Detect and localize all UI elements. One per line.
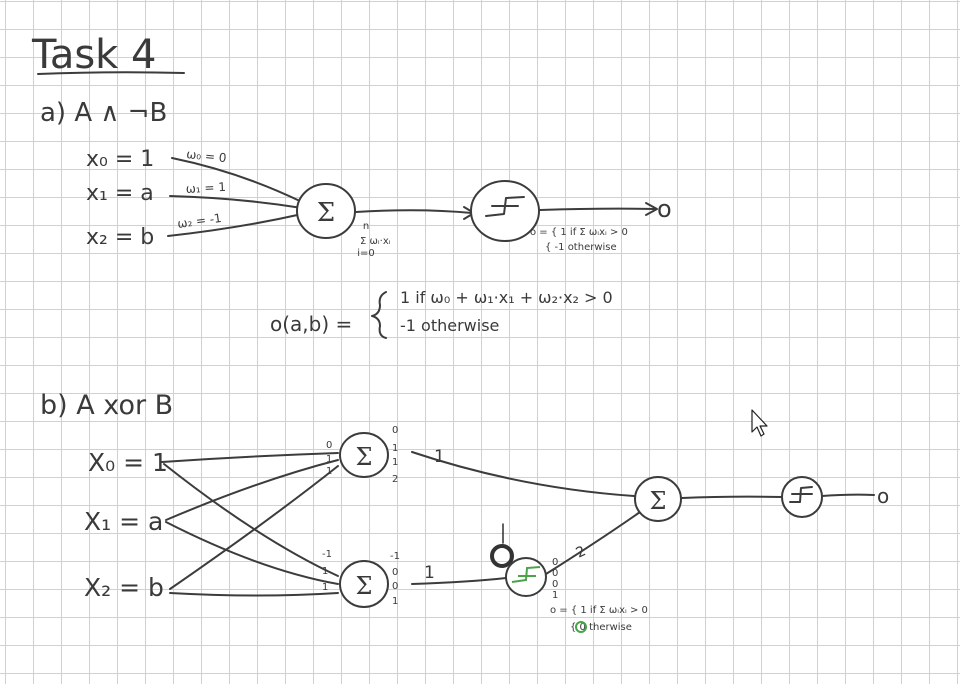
part-b-step-column-1: 0	[552, 568, 558, 579]
part-a-input-x2: x₂ = b	[86, 225, 154, 250]
part-a-step-icon	[485, 196, 525, 217]
part-a-edge-x1	[169, 195, 303, 209]
part-b-top-in-weight-0: 0	[326, 440, 332, 451]
part-a-arrowhead-2	[645, 202, 658, 216]
part-a-sum-lower: i=0	[357, 248, 375, 259]
part-b-step-column-3: 1	[552, 590, 558, 601]
part-a-formula-lhs: o(a,b) =	[270, 312, 352, 336]
part-b-edge-x1-bottom	[165, 521, 339, 585]
part-b-activation-rule-1: o = { 1 if Σ ωᵢxᵢ > 0	[550, 605, 648, 616]
part-b-out-sum-node	[634, 476, 682, 522]
part-a-heading: a) A ∧ ¬B	[40, 98, 167, 128]
part-b-top-out-weight: 1	[434, 447, 445, 467]
part-a-output-label: o	[657, 195, 672, 223]
part-a-edge-sum-step	[355, 209, 473, 214]
part-b-top-column-2: 1	[392, 457, 398, 468]
part-a-sum-expr: Σ ωᵢ·xᵢ	[360, 236, 391, 247]
part-a-input-x1: x₁ = a	[86, 181, 154, 206]
part-b-bottom-column-0: -1	[390, 551, 400, 562]
part-b-top-sum-node	[339, 432, 389, 478]
part-a-edge-x2	[167, 213, 303, 237]
part-b-edge-step-out	[545, 511, 641, 575]
part-b-edge-x0-top	[161, 452, 339, 463]
part-a-input-x0: x₀ = 1	[86, 147, 154, 172]
part-b-top-sum-symbol: Σ	[356, 443, 373, 471]
pen-marker-circle	[490, 544, 514, 568]
part-b-edge-top-out	[411, 451, 635, 497]
part-a-formula-brace	[371, 291, 387, 339]
part-b-bottom-column-3: 1	[392, 596, 398, 607]
part-b-heading: b) A xor B	[40, 390, 173, 421]
part-a-weight-w0: ω₀ = 0	[186, 147, 227, 165]
part-a-sum-upper: n	[363, 221, 369, 232]
part-b-out-sum-symbol: Σ	[650, 487, 667, 515]
part-b-bottom-sum-node	[339, 560, 389, 608]
part-a-weight-w1: ω₁ = 1	[185, 180, 226, 196]
part-a-activation-rule-1: o = { 1 if Σ ωᵢxᵢ > 0	[530, 227, 628, 238]
part-b-bottom-sum-symbol: Σ	[356, 572, 373, 600]
title-underline	[37, 71, 185, 75]
part-b-edge-x1-top	[165, 459, 339, 521]
part-b-step-out-weight: -2	[569, 543, 588, 563]
part-b-output-label: o	[877, 484, 889, 508]
page-title: Task 4	[31, 32, 157, 78]
part-b-top-column-0: 0	[392, 425, 398, 436]
part-a-weight-w2: ω₂ = -1	[176, 211, 222, 231]
part-b-bottom-in-weight-1: 1	[322, 566, 328, 577]
part-b-bottom-in-weight-2: 1	[322, 582, 328, 593]
part-b-step-icon	[511, 566, 541, 583]
part-b-input-x2: X₂ = b	[84, 573, 164, 602]
part-b-edge-x2-top	[169, 465, 339, 590]
part-b-final-step-icon	[789, 486, 813, 503]
part-b-edge-bottom-step	[411, 577, 507, 585]
part-b-top-column-3: 2	[392, 474, 398, 485]
part-a-edge-x0	[171, 157, 303, 203]
part-a-edge-step-out	[539, 207, 657, 211]
part-b-top-in-weight-1: 1	[326, 454, 332, 465]
part-a-activation-rule-2: { -1 otherwise	[545, 242, 617, 253]
part-b-bottom-in-weight-0: -1	[322, 549, 332, 560]
part-b-bottom-column-2: 0	[392, 581, 398, 592]
part-b-top-in-weight-2: 1	[326, 466, 332, 477]
mouse-pointer-icon	[751, 409, 768, 437]
part-a-sum-symbol: Σ	[317, 198, 335, 228]
part-b-edge-x2-bottom	[169, 592, 339, 597]
part-a-formula-case-2: -1 otherwise	[400, 316, 499, 335]
part-b-bottom-column-1: 0	[392, 567, 398, 578]
part-b-final-step-node	[781, 476, 823, 518]
part-b-activation-rule-2: { 0 therwise	[570, 622, 632, 633]
part-b-edge-x0-bottom	[163, 463, 339, 577]
part-b-step-column-2: 0	[552, 579, 558, 590]
part-b-input-x0: X₀ = 1	[88, 448, 168, 477]
part-b-step-column-0: 0	[552, 557, 558, 568]
part-b-input-x1: X₁ = a	[84, 507, 163, 536]
part-b-green-zero-mark	[575, 621, 587, 633]
part-a-sum-node	[296, 183, 356, 239]
part-b-edge-sum-step	[681, 495, 783, 499]
part-b-edge-final-out	[821, 493, 875, 497]
part-b-top-column-1: 1	[392, 443, 398, 454]
part-a-formula-case-1: 1 if ω₀ + ω₁·x₁ + ω₂·x₂ > 0	[400, 288, 613, 307]
part-b-bottom-out-weight: 1	[424, 563, 435, 583]
